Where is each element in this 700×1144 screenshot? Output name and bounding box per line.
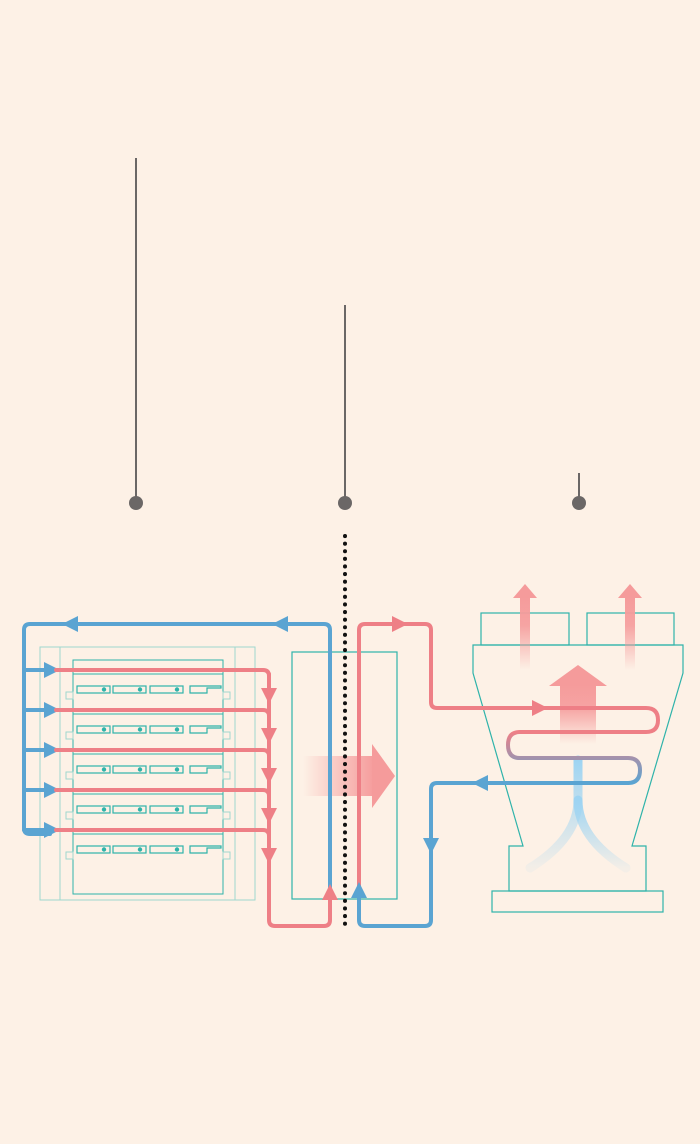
hot-branch xyxy=(54,668,271,678)
leader-dot-icon xyxy=(572,496,586,510)
server-unit xyxy=(65,833,231,860)
drive-bay xyxy=(149,765,184,774)
drive-bay xyxy=(76,805,111,814)
rack-branches xyxy=(22,662,277,864)
port-panel-icon xyxy=(189,725,222,734)
status-led-icon xyxy=(101,807,107,812)
status-led-icon xyxy=(174,807,180,812)
status-led-icon xyxy=(137,727,143,732)
port-panel-icon xyxy=(189,845,222,854)
port-panel-icon xyxy=(189,765,222,774)
server-rack xyxy=(39,646,256,901)
cold-supply-pipe xyxy=(22,622,332,898)
hot-branch xyxy=(54,748,271,758)
hot-branch xyxy=(54,828,271,838)
server-units xyxy=(65,673,231,860)
hot-branch xyxy=(54,788,271,798)
cooling-tower xyxy=(472,584,684,913)
status-led-icon xyxy=(174,727,180,732)
server-unit xyxy=(65,713,231,740)
leader-dot-icon xyxy=(338,496,352,510)
drive-bay xyxy=(76,685,111,694)
drive-bay xyxy=(149,845,184,854)
status-led-icon xyxy=(101,847,107,852)
drive-bay xyxy=(76,725,111,734)
drive-bay xyxy=(149,725,184,734)
drive-bay xyxy=(112,805,147,814)
hot-return-pipe xyxy=(267,672,332,928)
drive-bay xyxy=(112,685,147,694)
cooling-tower-loop xyxy=(351,616,660,928)
drive-bay xyxy=(149,805,184,814)
status-led-icon xyxy=(101,687,107,692)
status-led-icon xyxy=(137,847,143,852)
callout-cooling-tower xyxy=(572,473,586,510)
tower-base xyxy=(491,890,664,913)
hot-exhaust-arrow-right xyxy=(618,584,642,670)
cold-return-pipe xyxy=(357,781,630,928)
drive-bay xyxy=(76,765,111,774)
cool-air-flow xyxy=(525,755,631,873)
server-unit xyxy=(65,753,231,780)
status-led-icon xyxy=(174,687,180,692)
hot-exhaust-arrow-left xyxy=(513,584,537,670)
tower-coil xyxy=(506,730,642,785)
leader-dot-icon xyxy=(129,496,143,510)
port-panel-icon xyxy=(189,685,222,694)
port-panel-icon xyxy=(189,805,222,814)
status-led-icon xyxy=(137,687,143,692)
status-led-icon xyxy=(101,727,107,732)
hot-branch xyxy=(54,708,271,718)
drive-bay xyxy=(76,845,111,854)
server-unit xyxy=(65,673,231,700)
hot-supply-pipe xyxy=(357,622,660,900)
callout-heat-exchanger xyxy=(338,305,352,510)
callout-server-rack xyxy=(129,158,143,510)
heat-transfer-arrow xyxy=(303,744,395,808)
server-unit xyxy=(65,793,231,820)
drive-bay xyxy=(112,765,147,774)
status-led-icon xyxy=(101,767,107,772)
status-led-icon xyxy=(174,767,180,772)
drive-bay xyxy=(112,725,147,734)
status-led-icon xyxy=(137,767,143,772)
server-cooling-loop xyxy=(22,616,338,928)
status-led-icon xyxy=(137,807,143,812)
status-led-icon xyxy=(174,847,180,852)
drive-bay xyxy=(149,685,184,694)
drive-bay xyxy=(112,845,147,854)
